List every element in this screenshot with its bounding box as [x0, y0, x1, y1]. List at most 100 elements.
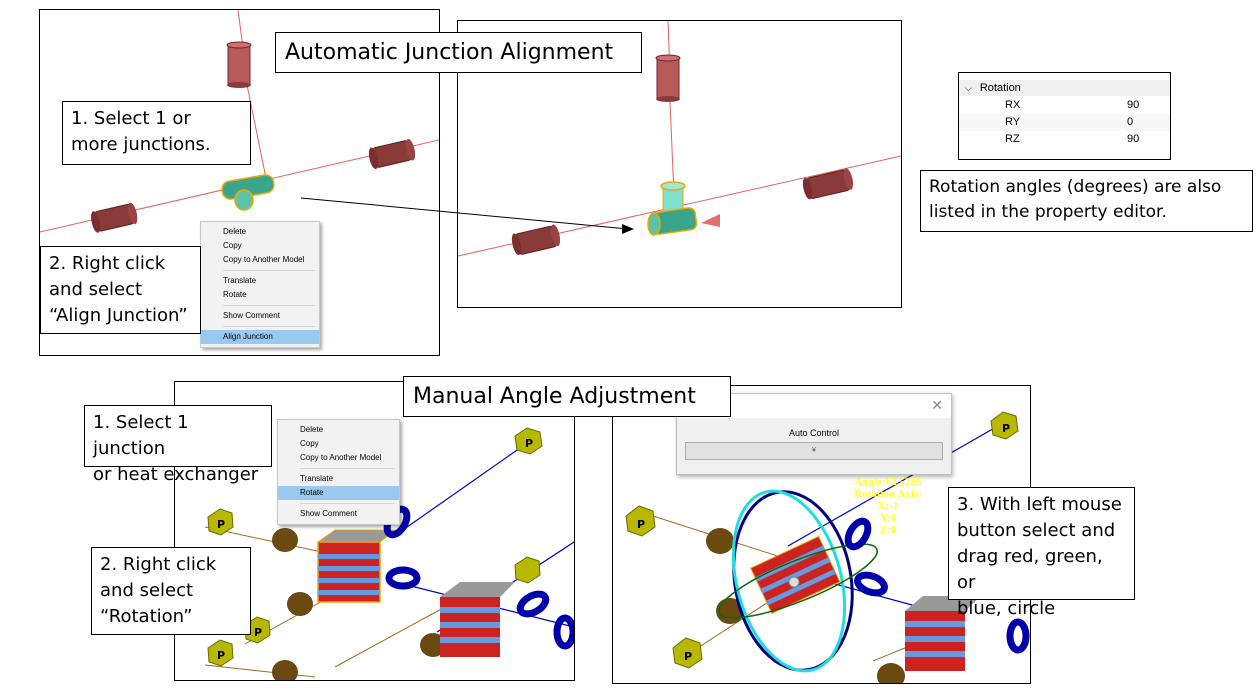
- pipe-segment-right[interactable]: [801, 167, 855, 200]
- dialog-label: Auto Control: [788, 428, 840, 438]
- pump-node[interactable]: P: [207, 508, 234, 536]
- context-menu-manual: Delete Copy Copy to Another Model Transl…: [277, 419, 400, 525]
- node-label: P: [637, 518, 645, 531]
- menu-item-copy[interactable]: Copy: [223, 241, 242, 250]
- property-key: RX: [1005, 99, 1021, 111]
- pump-node[interactable]: P: [207, 639, 234, 667]
- rotation-readout: Angle:62.5286 Rotation Axis: X:-1 Y:0 Z:…: [842, 476, 934, 536]
- auto-step1-callout: 1. Select 1 or more junctions.: [62, 101, 251, 165]
- pipe-segment-top[interactable]: [226, 41, 252, 88]
- close-icon[interactable]: ✕: [931, 397, 943, 413]
- property-value[interactable]: 90: [1127, 99, 1140, 111]
- pump-node[interactable]: P: [625, 505, 656, 537]
- menu-item-show-comment[interactable]: Show Comment: [300, 509, 357, 518]
- manual-step3-callout: 3. With left mouse button select and dra…: [948, 487, 1135, 619]
- automatic-alignment-title: Automatic Junction Alignment: [275, 32, 642, 73]
- auto-step2-callout: 2. Right click and select “Align Junctio…: [40, 246, 201, 334]
- manual-step3-line: 3. With left mouse: [957, 494, 1122, 515]
- property-row-rz[interactable]: RZ 90: [959, 131, 1170, 148]
- rotation-ring-cyan[interactable]: [715, 479, 863, 683]
- auto-control-button[interactable]: ¥: [685, 442, 943, 460]
- motor[interactable]: [287, 592, 313, 616]
- property-row-ry[interactable]: RY 0: [959, 114, 1170, 131]
- menu-item-delete[interactable]: Delete: [223, 227, 247, 236]
- node-label: P: [525, 437, 533, 450]
- manual-step3-line: drag red, green, or: [957, 546, 1103, 593]
- menu-item-rotate[interactable]: Rotate: [278, 486, 399, 500]
- menu-item-copy[interactable]: Copy: [300, 439, 319, 448]
- rotation-axis-y: Y:0: [879, 512, 897, 524]
- manual-step2-callout: 2. Right click and select “Rotation”: [91, 547, 251, 635]
- pipe-segment-right[interactable]: [367, 138, 417, 170]
- pump-node[interactable]: [514, 556, 541, 584]
- menu-item-align-junction[interactable]: Align Junction: [201, 330, 319, 344]
- node-label: P: [217, 518, 225, 531]
- chevron-down-icon[interactable]: ⌵: [965, 83, 972, 93]
- pipe-line-vertical-lower: [669, 100, 675, 197]
- heat-exchanger[interactable]: [440, 582, 515, 657]
- menu-separator: [223, 270, 315, 271]
- pump-node[interactable]: P: [672, 637, 703, 669]
- menu-item-translate[interactable]: Translate: [300, 474, 334, 483]
- auto-step2-line: 2. Right click: [49, 253, 166, 274]
- rotation-ring-green[interactable]: [712, 531, 885, 632]
- menu-item-delete[interactable]: Delete: [300, 425, 324, 434]
- property-editor-note: Rotation angles (degrees) are also liste…: [920, 170, 1253, 232]
- manual-adjustment-title: Manual Angle Adjustment: [403, 376, 731, 417]
- property-value[interactable]: 0: [1127, 116, 1134, 128]
- motor[interactable]: [272, 528, 298, 552]
- manual-step2-line: and select: [100, 580, 194, 601]
- motor[interactable]: [272, 660, 298, 680]
- property-group-label: Rotation: [979, 82, 1021, 94]
- pipe-segment-left[interactable]: [510, 224, 562, 256]
- model-scene-before: [40, 10, 439, 234]
- menu-separator: [223, 326, 315, 327]
- pump-node[interactable]: P: [990, 411, 1019, 440]
- node-label: P: [217, 649, 225, 662]
- menu-item-show-comment[interactable]: Show Comment: [223, 311, 280, 320]
- manual-step3-line: blue, circle: [957, 598, 1056, 619]
- property-editor: ⌵ Rotation RX 90 RY 0 RZ 90: [958, 72, 1171, 160]
- heat-exchanger-selected[interactable]: [316, 529, 397, 603]
- property-row-rx[interactable]: RX 90: [959, 97, 1170, 114]
- menu-item-copy-to-another-model[interactable]: Copy to Another Model: [223, 255, 305, 264]
- node-label: P: [254, 626, 262, 639]
- heat-exchanger-rotating[interactable]: [750, 535, 841, 615]
- manual-step3-line: button select and: [957, 520, 1116, 541]
- menu-item-copy-to-another-model[interactable]: Copy to Another Model: [300, 453, 382, 462]
- rotation-axis-x: X:-1: [877, 500, 899, 512]
- model-scene-after: [458, 21, 901, 257]
- pipe-segment-top[interactable]: [655, 54, 681, 102]
- menu-item-rotate[interactable]: Rotate: [223, 290, 247, 299]
- junction-tee-aligned[interactable]: [647, 181, 698, 236]
- motor[interactable]: [420, 633, 446, 657]
- manual-step1-callout: 1. Select 1 junction or heat exchanger: [84, 405, 272, 485]
- viewport-after-alignment[interactable]: [457, 20, 902, 308]
- menu-item-translate[interactable]: Translate: [223, 276, 257, 285]
- junction-selected[interactable]: [221, 174, 275, 211]
- chain-link: [844, 517, 1030, 654]
- auto-step2-line: “Align Junction”: [49, 305, 188, 326]
- motor[interactable]: [877, 663, 905, 683]
- pipe-segment-left[interactable]: [89, 202, 139, 234]
- manual-step2-line: 2. Right click: [100, 554, 217, 575]
- context-menu-auto: Delete Copy Copy to Another Model Transl…: [200, 221, 320, 348]
- model-scene-manual-select: P P P P: [204, 427, 574, 680]
- property-value[interactable]: 90: [1127, 133, 1140, 145]
- pump-node[interactable]: P: [514, 427, 543, 455]
- node-label: P: [684, 650, 692, 663]
- manual-step1-line: or heat exchanger: [93, 464, 259, 485]
- menu-separator: [300, 468, 395, 469]
- node-label: P: [1002, 422, 1010, 435]
- property-key: RY: [1005, 116, 1021, 128]
- property-group-rotation[interactable]: ⌵ Rotation: [959, 80, 1170, 96]
- pipe-line-diagonal: [245, 79, 269, 189]
- motor[interactable]: [706, 528, 734, 554]
- menu-separator: [223, 305, 315, 306]
- pump-node[interactable]: P: [244, 616, 271, 644]
- manual-step1-line: 1. Select 1 junction: [93, 412, 189, 459]
- rotation-axis-label: Rotation Axis:: [854, 488, 922, 500]
- property-key: RZ: [1005, 133, 1020, 145]
- auto-step2-line: and select: [49, 279, 143, 300]
